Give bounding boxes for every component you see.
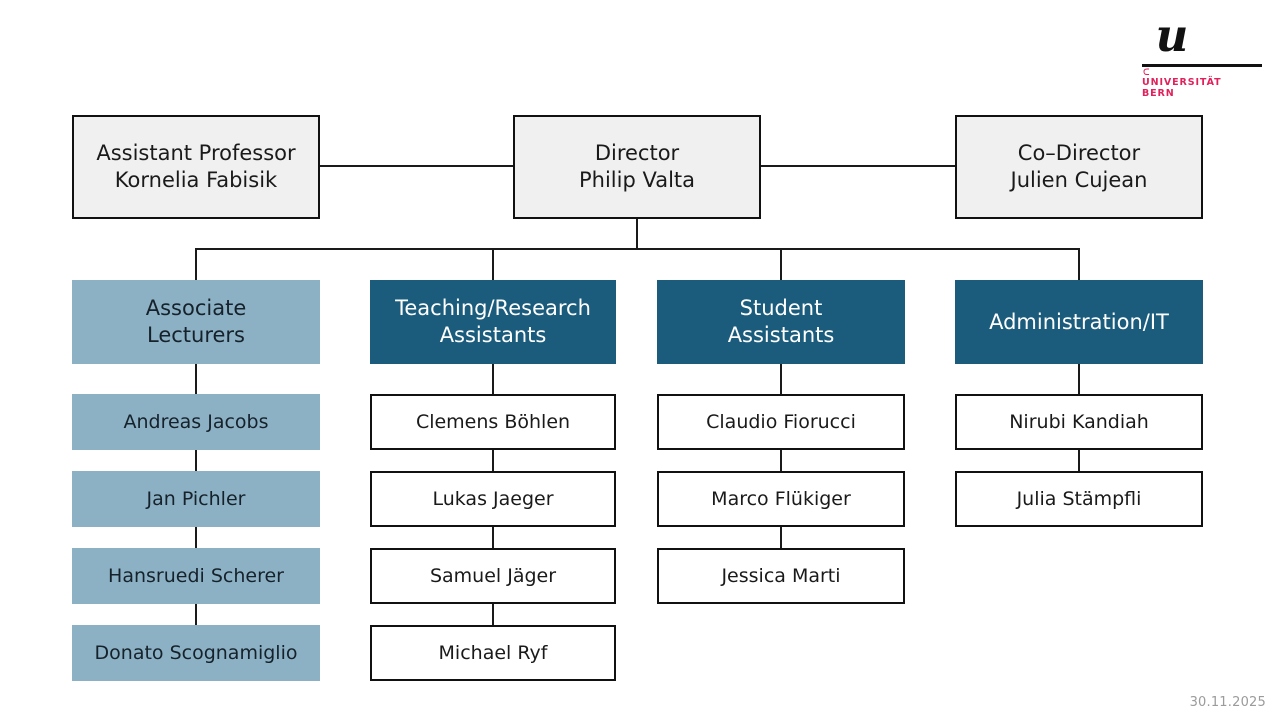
connector-bus-to-associate-lecturers [195, 248, 197, 280]
member-box[interactable]: Jessica Marti [657, 548, 905, 604]
column-header-associate-lecturers[interactable]: Associate Lecturers [72, 280, 320, 364]
member-box[interactable]: Claudio Fiorucci [657, 394, 905, 450]
connector-bus-to-teaching-research-assistants [492, 248, 494, 280]
logo-wordmark: UNIVERSITÄT BERN [1142, 77, 1222, 99]
member-box[interactable]: Marco Flükiger [657, 471, 905, 527]
connector-distribution-bus [195, 248, 1080, 250]
member-box[interactable]: Samuel Jäger [370, 548, 616, 604]
exec-box-co-director[interactable]: Co–Director Julien Cujean [955, 115, 1203, 219]
member-box[interactable]: Donato Scognamiglio [72, 625, 320, 681]
column-header-administration-it[interactable]: Administration/IT [955, 280, 1203, 364]
member-box[interactable]: Michael Ryf [370, 625, 616, 681]
connector-bus-to-administration-it [1078, 248, 1080, 280]
university-of-bern-logo: u ᑕ UNIVERSITÄT BERN [1140, 9, 1264, 99]
connector-teaching-research-assistants-link-1 [492, 450, 494, 471]
connector-director-stem [636, 219, 638, 250]
connector-associate-lecturers-link-1 [195, 450, 197, 471]
connector-associate-lecturers-link-2 [195, 527, 197, 548]
member-box[interactable]: Jan Pichler [72, 471, 320, 527]
member-box[interactable]: Julia Stämpfli [955, 471, 1203, 527]
logo-bear-mark-icon: ᑕ [1143, 68, 1150, 78]
member-box[interactable]: Hansruedi Scherer [72, 548, 320, 604]
column-header-student-assistants[interactable]: Student Assistants [657, 280, 905, 364]
member-box[interactable]: Andreas Jacobs [72, 394, 320, 450]
connector-bus-to-student-assistants [780, 248, 782, 280]
logo-letter-u: u [1155, 9, 1189, 62]
connector-associate-lecturers-link-3 [195, 604, 197, 625]
member-box[interactable]: Lukas Jaeger [370, 471, 616, 527]
connector-administration-it-link-1 [1078, 450, 1080, 471]
connector-student-assistants-link-0 [780, 364, 782, 394]
connector-assistant-professor-to-director [320, 165, 513, 167]
member-box[interactable]: Nirubi Kandiah [955, 394, 1203, 450]
connector-administration-it-link-0 [1078, 364, 1080, 394]
connector-director-to-co-director [761, 165, 955, 167]
connector-teaching-research-assistants-link-3 [492, 604, 494, 625]
connector-teaching-research-assistants-link-0 [492, 364, 494, 394]
date-stamp: 30.11.2025 [1189, 695, 1266, 710]
connector-teaching-research-assistants-link-2 [492, 527, 494, 548]
exec-box-director[interactable]: Director Philip Valta [513, 115, 761, 219]
exec-box-assistant-professor[interactable]: Assistant Professor Kornelia Fabisik [72, 115, 320, 219]
column-header-teaching-research-assistants[interactable]: Teaching/Research Assistants [370, 280, 616, 364]
connector-student-assistants-link-2 [780, 527, 782, 548]
connector-associate-lecturers-link-0 [195, 364, 197, 394]
logo-divider-rule [1142, 64, 1262, 67]
connector-student-assistants-link-1 [780, 450, 782, 471]
member-box[interactable]: Clemens Böhlen [370, 394, 616, 450]
